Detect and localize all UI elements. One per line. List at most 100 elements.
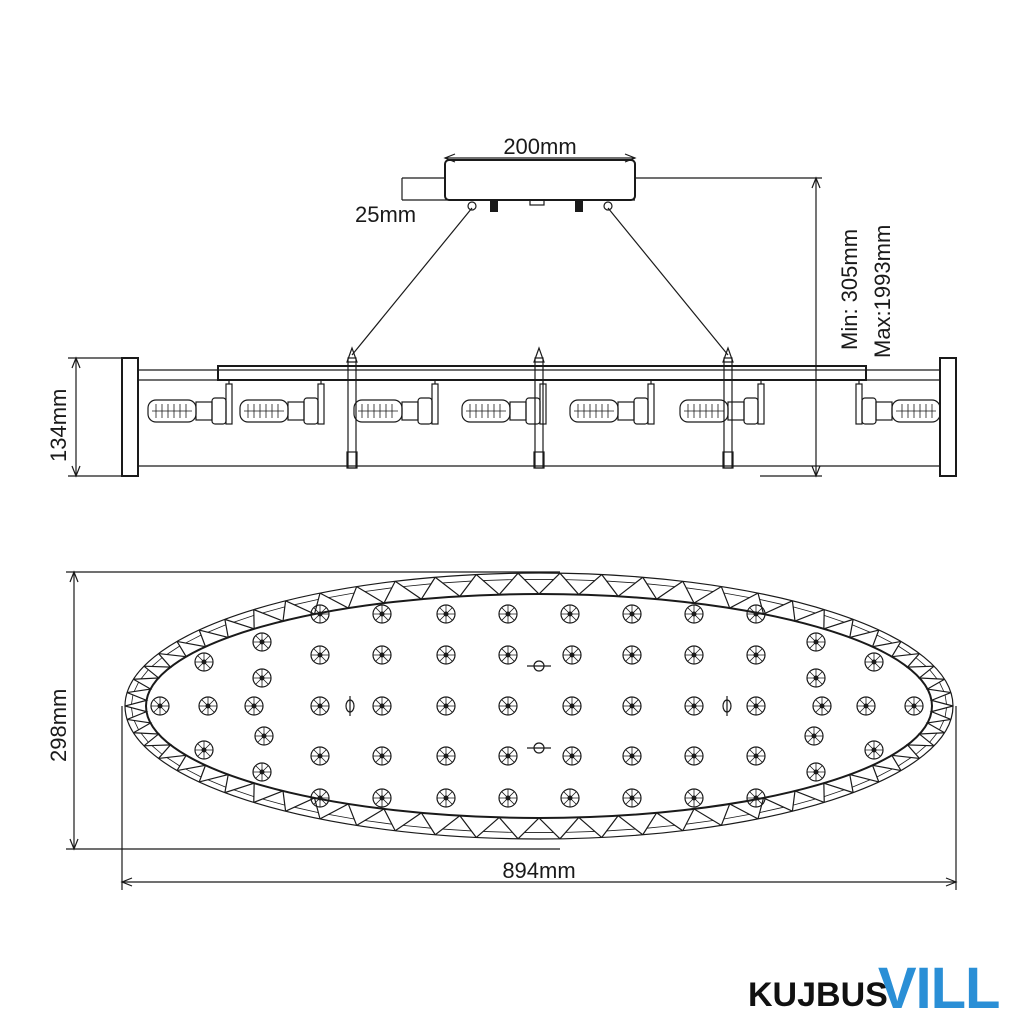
crystal-drop	[684, 604, 704, 624]
crystal-drop	[436, 746, 456, 766]
crystal-drop	[684, 746, 704, 766]
crystal-drop	[244, 696, 264, 716]
crystal-tooth	[559, 816, 603, 840]
crystal-tooth	[823, 782, 854, 803]
side-bulb	[855, 380, 941, 425]
mount-marker-right	[722, 696, 732, 716]
crystal-tooth	[143, 653, 172, 668]
crystal-tooth	[720, 803, 759, 826]
crystal-drop	[252, 762, 272, 782]
crystal-drop	[194, 740, 214, 760]
crystal-drop	[684, 645, 704, 665]
crystal-drop	[622, 696, 642, 716]
crystal-drop	[560, 604, 580, 624]
crystal-drop	[498, 696, 518, 716]
mount-marker-left	[345, 696, 355, 716]
crystal-tooth	[158, 641, 188, 658]
crystal-tooth	[253, 600, 287, 622]
side-bulb	[239, 380, 325, 425]
crystal-tooth	[356, 808, 396, 831]
crystal-tooth	[199, 619, 229, 639]
crystal-tooth	[176, 629, 207, 648]
side-bulb	[569, 380, 655, 425]
crystal-drop	[254, 726, 274, 746]
crystal-drop	[310, 788, 330, 808]
left-end-plate	[121, 357, 139, 477]
side-bulb	[461, 380, 547, 425]
crystal-tooth	[791, 790, 825, 812]
crystal-tooth	[127, 718, 153, 734]
crystal-drop	[372, 788, 392, 808]
crystal-tooth	[143, 744, 172, 759]
crystal-drop	[806, 668, 826, 688]
brand-logo: KUJBUS VILL	[748, 960, 1000, 1018]
crystal-drop	[436, 604, 456, 624]
crystal-drop	[310, 696, 330, 716]
crystal-tooth	[925, 718, 951, 734]
crystal-drop	[310, 645, 330, 665]
crystal-drop	[746, 645, 766, 665]
crystal-drop	[252, 632, 272, 652]
hanger-posts	[346, 346, 734, 469]
crystal-tooth	[224, 609, 255, 630]
crystal-tooth	[124, 705, 149, 721]
crystal-tooth	[849, 773, 879, 793]
crystal-tooth	[720, 586, 759, 609]
crystal-drops	[150, 604, 924, 808]
crystal-tooth	[394, 576, 436, 600]
crystal-tooth	[253, 790, 287, 812]
crystal-tooth	[642, 812, 684, 836]
crystal-tooth	[199, 773, 229, 793]
crystal-tooth	[929, 705, 954, 721]
crystal-tooth	[475, 816, 519, 840]
crystal-drop	[806, 762, 826, 782]
crystal-drop	[498, 746, 518, 766]
canopy-height-label: 25mm	[355, 202, 416, 227]
crystal-drop	[622, 645, 642, 665]
side-bulb	[353, 380, 439, 425]
crystal-drop	[372, 746, 392, 766]
crystal-drop	[252, 668, 272, 688]
crystal-tooth	[475, 572, 519, 596]
crystal-drop	[562, 746, 582, 766]
crystal-tooth	[917, 665, 945, 680]
crystal-drop	[436, 696, 456, 716]
crystal-tooth	[890, 754, 920, 771]
side-view: 200mm 25mm Min: 305mm Max:1993mm	[46, 134, 957, 478]
crystal-tooth	[517, 817, 561, 840]
crystal-tooth	[642, 576, 684, 600]
side-bulb	[679, 380, 765, 425]
canopy-width-label: 200mm	[503, 134, 576, 159]
crystal-drop	[622, 788, 642, 808]
crystal-drop	[746, 788, 766, 808]
crystal-tooth	[823, 609, 854, 630]
body-length-label: 894mm	[502, 858, 575, 883]
crystal-drop	[622, 604, 642, 624]
crystal-drop	[864, 740, 884, 760]
crystal-tooth	[224, 782, 255, 803]
crystal-tooth	[124, 691, 149, 707]
crystal-tooth	[133, 665, 161, 680]
crystal-tooth	[319, 586, 358, 609]
crystal-drop	[812, 696, 832, 716]
mount-marker-top	[527, 660, 551, 672]
crystal-drop	[746, 696, 766, 716]
crystal-drop	[622, 746, 642, 766]
mount-marker-bottom	[527, 742, 551, 754]
crystal-drop	[498, 788, 518, 808]
crystal-tooth	[133, 732, 161, 747]
crystal-drop	[904, 696, 924, 716]
crystal-tooth	[682, 808, 722, 831]
canopy	[444, 159, 636, 201]
crystal-tooth	[906, 744, 935, 759]
hanger-post	[533, 346, 545, 469]
crystal-tooth	[849, 619, 879, 639]
brand-logo-part2: VILL	[877, 956, 1001, 1021]
crystal-drop	[864, 652, 884, 672]
crystal-drop	[372, 604, 392, 624]
top-view: 298mm 894mm	[46, 570, 958, 890]
right-end-plate	[939, 357, 957, 477]
crystal-drop	[310, 604, 330, 624]
crystal-drop	[806, 632, 826, 652]
crystal-drop	[562, 696, 582, 716]
